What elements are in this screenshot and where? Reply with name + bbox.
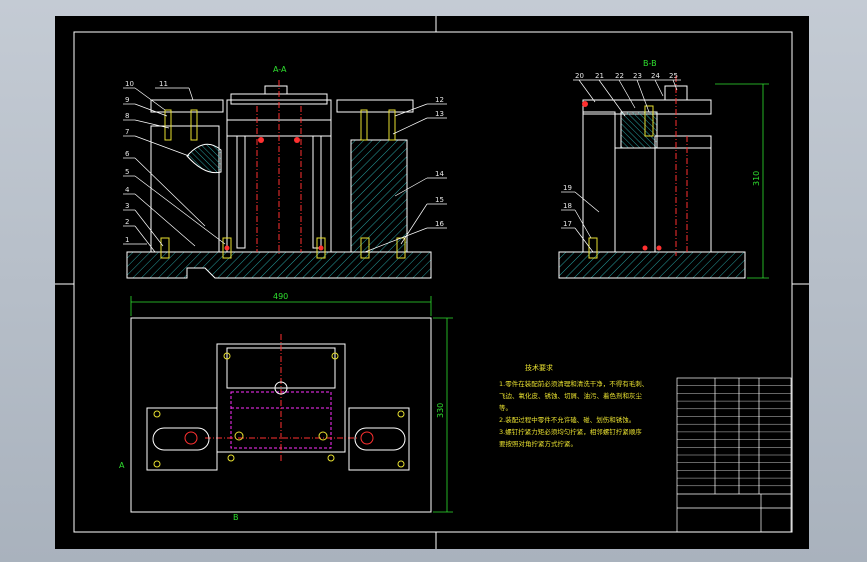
side-height-dimension bbox=[715, 83, 769, 279]
front-screws bbox=[160, 109, 406, 259]
callout-19: 19 bbox=[563, 184, 572, 192]
callout-8: 8 bbox=[125, 112, 129, 120]
callout-25: 25 bbox=[669, 72, 678, 80]
callout-20: 20 bbox=[575, 72, 584, 80]
callout-23: 23 bbox=[633, 72, 642, 80]
front-center-cap bbox=[264, 85, 288, 95]
plan-bolt-holes bbox=[153, 352, 405, 468]
plan-label-b: B bbox=[233, 513, 239, 522]
notes-title: 技术要求 bbox=[525, 363, 553, 372]
front-left-block bbox=[150, 125, 220, 253]
callout-14: 14 bbox=[435, 170, 444, 178]
plan-right-clamp bbox=[348, 407, 410, 471]
callout-18: 18 bbox=[563, 202, 572, 210]
callout-24: 24 bbox=[651, 72, 660, 80]
callout-11: 11 bbox=[159, 80, 168, 88]
plan-right-dimension bbox=[433, 317, 453, 513]
assembly-drawing: A-A bbox=[55, 16, 809, 549]
callout-22: 22 bbox=[615, 72, 624, 80]
front-left-leaders bbox=[123, 87, 226, 253]
cad-viewport[interactable]: A-A bbox=[55, 16, 809, 549]
side-left-column bbox=[582, 111, 616, 253]
callout-13: 13 bbox=[435, 110, 444, 118]
plan-height-value: 330 bbox=[436, 403, 445, 418]
callout-21: 21 bbox=[595, 72, 604, 80]
front-view: A-A bbox=[123, 65, 447, 279]
notes-line-2: 飞边、氧化皮、锈蚀、切屑、油污、着色剂和灰尘 bbox=[499, 391, 643, 400]
front-left-callouts: 10 9 8 7 6 5 4 3 2 1 bbox=[125, 80, 134, 244]
side-section-label: B-B bbox=[643, 59, 657, 68]
notes-line-4: 2.装配过程中零件不允许磕、碰、划伤和锈蚀。 bbox=[499, 415, 635, 424]
plan-base-outline bbox=[130, 317, 432, 513]
callout-17: 17 bbox=[563, 220, 572, 228]
front-screw-heads bbox=[224, 137, 324, 251]
side-main-body bbox=[614, 147, 712, 253]
plan-center-boss bbox=[274, 381, 288, 395]
front-right-callouts: 12 13 14 15 16 bbox=[435, 96, 444, 228]
callout-4: 4 bbox=[125, 186, 130, 194]
side-top-callouts: 20 21 22 23 24 25 bbox=[575, 72, 678, 80]
notes-line-6: 要按照对角拧紧方式拧紧。 bbox=[499, 439, 577, 448]
front-guide-post-right bbox=[312, 135, 322, 249]
side-hatched-insert bbox=[620, 111, 658, 149]
front-cam bbox=[186, 143, 222, 174]
front-top-clamp bbox=[150, 99, 224, 113]
side-view: B-B 20 21 22 23 24 25 bbox=[558, 59, 769, 279]
callout-3: 3 bbox=[125, 202, 129, 210]
technical-notes: 技术要求 1.零件在装配前必须清理和清洗干净，不得有毛刺、 飞边、氧化皮、锈蚀、… bbox=[499, 363, 648, 448]
front-section-label: A-A bbox=[273, 65, 287, 74]
plan-left-clamp bbox=[146, 407, 218, 471]
plan-label-a: A bbox=[119, 461, 125, 470]
outer-frame bbox=[73, 31, 793, 533]
callout-7: 7 bbox=[125, 128, 129, 136]
notes-line-5: 3.螺钉拧紧力矩必须均匀拧紧，相邻螺钉拧紧顺序 bbox=[499, 427, 642, 436]
callout-1: 1 bbox=[125, 236, 129, 244]
callout-10: 10 bbox=[125, 80, 134, 88]
front-base-plate bbox=[126, 251, 432, 279]
side-screws bbox=[588, 105, 654, 259]
callout-5: 5 bbox=[125, 168, 129, 176]
front-right-clamp bbox=[336, 99, 414, 113]
front-guide-post-left bbox=[236, 135, 246, 249]
side-left-callouts: 19 18 17 bbox=[563, 184, 572, 228]
plan-top-dimension bbox=[130, 296, 432, 316]
notes-line-3: 等。 bbox=[499, 403, 512, 412]
callout-9: 9 bbox=[125, 96, 129, 104]
bom-rows bbox=[677, 385, 791, 486]
plan-width-value: 490 bbox=[273, 292, 288, 301]
side-base-plate bbox=[558, 251, 746, 279]
callout-16: 16 bbox=[435, 220, 444, 228]
callout-6: 6 bbox=[125, 150, 130, 158]
callout-12: 12 bbox=[435, 96, 444, 104]
notes-line-1: 1.零件在装配前必须清理和清洗干净，不得有毛刺、 bbox=[499, 379, 648, 388]
callout-2: 2 bbox=[125, 218, 129, 226]
front-right-block bbox=[350, 139, 408, 253]
side-right-column bbox=[654, 135, 712, 253]
side-height-value: 310 bbox=[752, 171, 761, 186]
front-right-leaders bbox=[364, 103, 447, 253]
callout-15: 15 bbox=[435, 196, 444, 204]
plan-view: 490 330 A B bbox=[119, 292, 453, 522]
